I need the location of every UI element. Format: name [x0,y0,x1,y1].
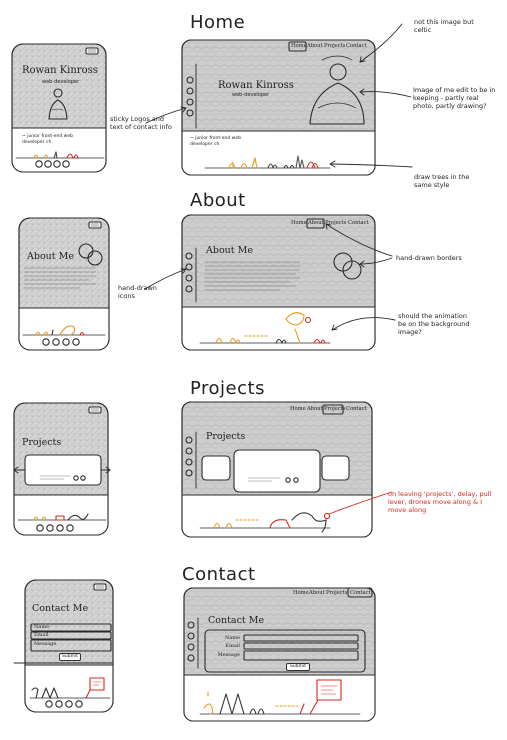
submit-button-desktop[interactable]: Submit [286,663,310,671]
submit-button-mobile[interactable]: Submit [59,653,81,661]
nav-contact-projects[interactable]: Contact [346,406,367,412]
form-email-label-desktop: Email [225,643,240,649]
nav-about-about[interactable]: About [308,220,324,226]
annotation-draw-trees: draw trees in the same style [414,173,470,189]
form-message-label-desktop: Message [217,652,240,658]
form-message-label-mobile: Message [34,641,57,647]
nav-about-contact[interactable]: About [309,590,325,596]
contact-desktop-frame [183,587,376,722]
nav-home-about[interactable]: Home [291,220,307,226]
about-mobile-frame [18,217,110,351]
nav-contact[interactable]: Contact [346,43,367,49]
profile-role: web-developer [42,79,80,85]
form-email-label-mobile: Email [34,632,49,638]
nav-projects-projects[interactable]: Projects [324,406,346,412]
home-desktop-frame [181,39,376,176]
projects-title-desktop: Projects [206,431,246,442]
projects-mobile-frame [13,402,111,536]
profile-tagline: ~ junior front-end web developer ch [22,134,73,145]
about-desktop-frame [181,214,376,351]
annotation-animation: should the animation be on the backgroun… [398,312,470,336]
nav-about-projects[interactable]: About [307,406,323,412]
section-heading-about: About [190,190,246,211]
annotation-projects-animation: on leaving 'projects', delay, pull lever… [388,490,492,514]
contact-title-desktop: Contact Me [208,615,265,626]
nav-home-contact[interactable]: Home [293,590,309,596]
contact-mobile-frame [13,579,114,713]
projects-title-mobile: Projects [22,437,62,448]
form-name-label-desktop: Name [224,635,240,641]
home-mobile-frame [11,43,107,173]
annotation-icons: hand-drawn icons [118,284,157,300]
annotation-not-celtic: not this image but celtic [414,18,474,34]
nav-contact-about[interactable]: Contact [348,220,369,226]
section-heading-home: Home [190,12,246,33]
annotation-image-of-me: Image of me edit to be in keeping - part… [413,86,496,110]
nav-contact-contact[interactable]: Contact [350,590,371,596]
nav-home-projects[interactable]: Home [290,406,306,412]
about-title-mobile: About Me [27,251,74,262]
nav-home[interactable]: Home [291,43,307,49]
profile-tagline-desktop: ~ junior front-end web developer ch [190,136,241,147]
projects-desktop-frame [181,401,393,538]
annotation-sticky: sticky Logos and text of contact info [110,115,172,131]
profile-name: Rowan Kinross [22,65,98,76]
nav-projects-contact[interactable]: Projects [326,590,348,596]
nav-about[interactable]: About [307,43,323,49]
section-heading-contact: Contact [182,564,256,585]
about-title-desktop: About Me [206,245,253,256]
section-heading-projects: Projects [190,378,265,399]
nav-projects-about[interactable]: Projects [325,220,347,226]
profile-role-desktop: web-developer [232,92,270,98]
contact-title-mobile: Contact Me [32,603,89,614]
annotation-borders: hand-drawn borders [396,254,462,262]
form-name-label-mobile: Name [34,624,50,630]
profile-name-desktop: Rowan Kinross [218,80,294,91]
nav-projects[interactable]: Projects [324,43,346,49]
